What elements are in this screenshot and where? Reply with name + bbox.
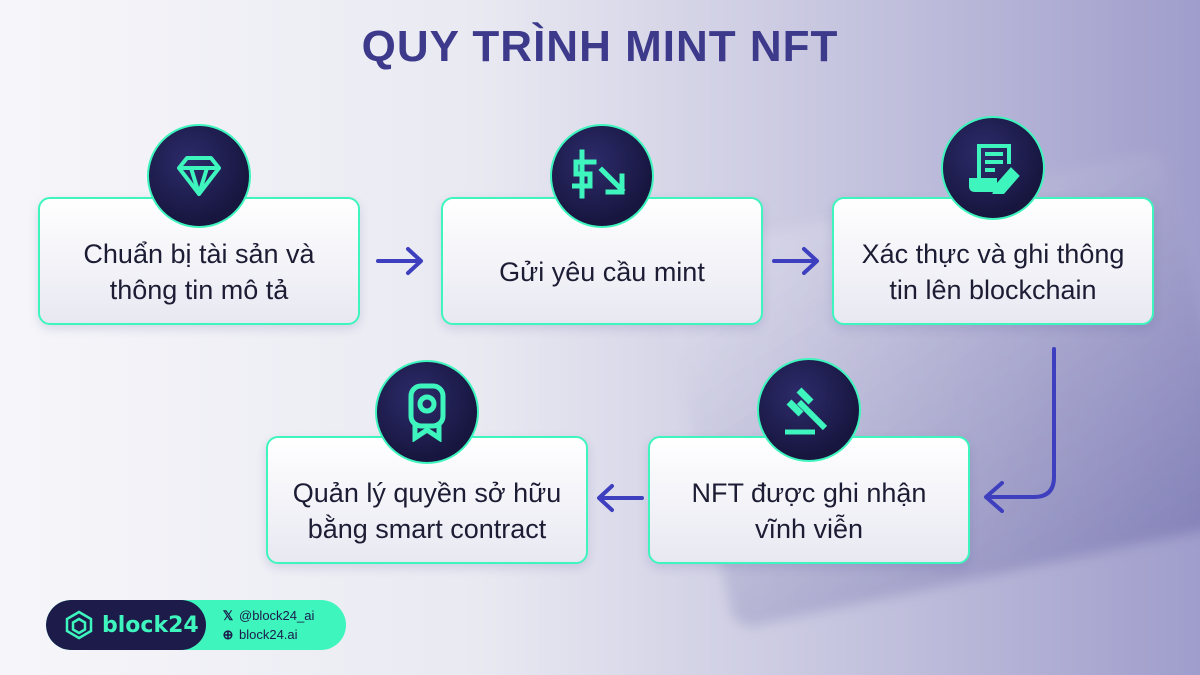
social-links: 𝕏 @block24_ai ⊕ block24.ai xyxy=(222,606,315,644)
website-link[interactable]: ⊕ block24.ai xyxy=(222,625,314,644)
step-text-1: Chuẩn bị tài sản và thông tin mô tả xyxy=(83,239,315,305)
twitter-link[interactable]: 𝕏 @block24_ai xyxy=(222,606,315,625)
step-text-5: Quản lý quyền sở hữu bằng smart contract xyxy=(292,478,562,544)
step-text-3: Xác thực và ghi thông tin lên blockchain xyxy=(861,239,1125,305)
arrow-left xyxy=(597,484,644,512)
diamond-icon xyxy=(147,124,251,228)
step-card-4: NFT được ghi nhận vĩnh viễn xyxy=(648,436,970,564)
arrow-right-1 xyxy=(376,247,423,275)
dollar-arrow-icon xyxy=(550,124,654,228)
brand-name: block24 xyxy=(102,612,199,638)
brand-logo: block24 xyxy=(46,600,206,650)
arrow-curve-down-left xyxy=(984,347,1056,513)
document-pen-icon xyxy=(941,116,1045,220)
gavel-icon xyxy=(757,358,861,462)
award-medal-icon xyxy=(375,360,479,464)
cube-logo-icon xyxy=(65,610,93,640)
step-text-4: NFT được ghi nhận vĩnh viễn xyxy=(691,478,927,544)
globe-icon: ⊕ xyxy=(222,627,234,642)
step-text-2: Gửi yêu cầu mint xyxy=(499,257,705,287)
arrow-right-2 xyxy=(772,247,819,275)
website-url: block24.ai xyxy=(239,627,298,642)
twitter-handle: @block24_ai xyxy=(239,608,315,623)
footer-badge: block24 𝕏 @block24_ai ⊕ block24.ai xyxy=(46,600,346,650)
page-title: QUY TRÌNH MINT NFT xyxy=(361,22,839,71)
x-logo-icon: 𝕏 xyxy=(222,608,234,623)
